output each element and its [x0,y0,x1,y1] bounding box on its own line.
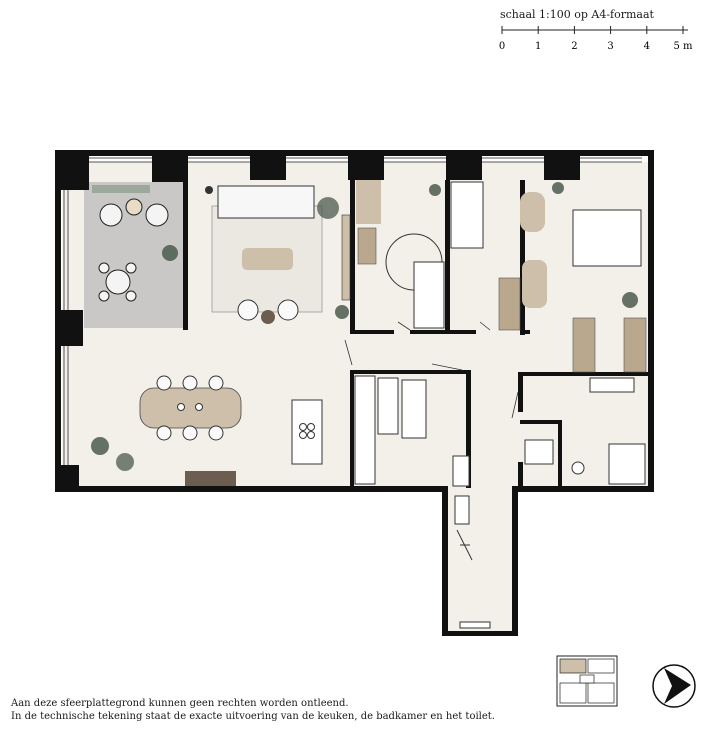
bathroom [524,377,646,485]
master-bedroom [572,209,647,373]
doors [344,321,519,419]
disclaimer-line-1: Aan deze sfeerplattegrond kunnen geen re… [11,698,349,709]
scale-title: schaal 1:100 op A4-formaat [500,8,654,21]
key-plan-unit [559,658,587,674]
living-area [205,185,323,324]
walls [55,150,654,636]
scale-tick-label: 2 [571,41,577,52]
scale-bar: 0 1 2 3 4 5 m [499,26,693,52]
scale-tick-label: 5 m [673,41,693,52]
utility-cabinets [354,375,470,525]
sideboard [185,471,236,486]
key-plan [556,655,618,707]
windows [63,157,642,465]
disclaimer: Aan deze sfeerplattegrond kunnen geen re… [11,697,495,723]
scale-tick-label: 1 [535,41,541,52]
balcony-planter [92,185,150,193]
bedroom-2 [450,181,547,331]
hallway-fixtures [456,529,491,629]
kitchen-island [291,399,323,465]
dining-area [139,375,242,441]
plant-icon [91,182,638,471]
scale-tick-label: 0 [499,41,505,52]
study-room [341,180,445,329]
disclaimer-line-2: In de technische tekening staat de exact… [11,711,495,722]
scale-tick-label: 3 [607,41,613,52]
north-arrow-icon [652,664,696,708]
scale-tick-label: 4 [644,41,650,52]
balcony-furniture [98,198,169,302]
